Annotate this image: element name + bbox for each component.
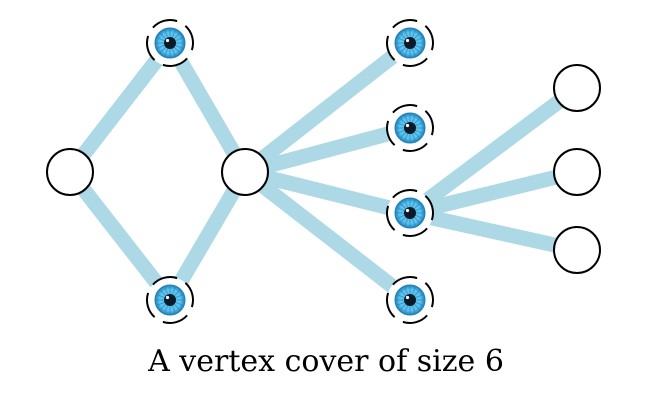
eye-icon bbox=[394, 27, 426, 59]
eye-icon bbox=[394, 112, 426, 144]
vertex-v2 bbox=[146, 19, 194, 67]
eye-icon bbox=[154, 284, 186, 316]
edge-v7-v11 bbox=[408, 205, 579, 258]
vertex-v4 bbox=[221, 148, 269, 196]
edge-v4-v6 bbox=[243, 120, 412, 180]
vertex-v10 bbox=[553, 148, 601, 196]
eye-icon bbox=[394, 284, 426, 316]
edge-v7-v10 bbox=[408, 164, 579, 221]
edges bbox=[64, 37, 582, 306]
eye-icon bbox=[394, 197, 426, 229]
edge-v4-v7 bbox=[243, 164, 412, 221]
vertex-v11 bbox=[553, 226, 601, 274]
edge-v1-v3 bbox=[64, 167, 176, 305]
vertex-v7 bbox=[386, 189, 434, 237]
vertex-v1 bbox=[46, 148, 94, 196]
edge-v7-v9 bbox=[405, 81, 582, 220]
edge-v3-v4 bbox=[163, 168, 252, 304]
vertex-v8 bbox=[386, 276, 434, 324]
diagram-caption: A vertex cover of size 6 bbox=[148, 344, 504, 379]
edge-v2-v4 bbox=[163, 39, 252, 176]
vertex-v3 bbox=[146, 276, 194, 324]
edge-v4-v5 bbox=[240, 37, 415, 178]
vertices bbox=[46, 19, 601, 324]
vertex-v9 bbox=[553, 64, 601, 112]
eye-icon bbox=[154, 27, 186, 59]
vertex-v6 bbox=[386, 104, 434, 152]
vertex-v5 bbox=[386, 19, 434, 67]
edge-v4-v8 bbox=[240, 166, 415, 306]
edge-v1-v2 bbox=[64, 38, 176, 177]
